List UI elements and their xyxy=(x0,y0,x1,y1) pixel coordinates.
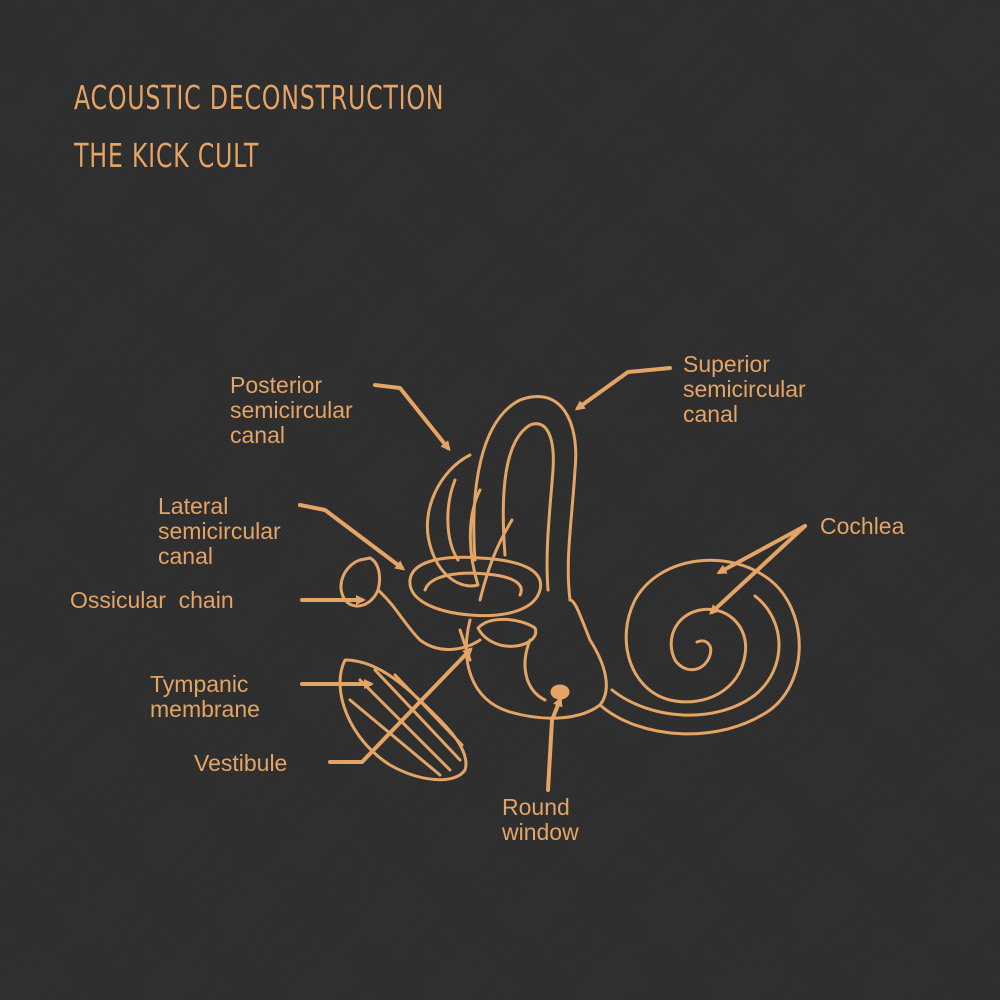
lateral-canal-inner xyxy=(425,573,521,595)
label-tympanic-membrane: Tympanic membrane xyxy=(150,672,260,722)
label-vestibule: Vestibule xyxy=(194,751,287,776)
label-ossicular-chain: Ossicular chain xyxy=(70,588,234,613)
label-lateral-canal: Lateral semicircular canal xyxy=(158,494,281,569)
label-superior-canal: Superior semicircular canal xyxy=(683,352,806,427)
arrow-posterior xyxy=(375,385,448,448)
vestibule-body xyxy=(466,600,606,718)
cochlea-outer xyxy=(600,560,799,734)
arrow-vestibule xyxy=(330,650,470,762)
cochlea-inner-ring xyxy=(612,596,779,715)
round-window-shape xyxy=(552,686,568,698)
arrow-lateral xyxy=(300,505,402,568)
arrow-superior xyxy=(578,368,670,408)
posterior-canal-shape xyxy=(427,455,480,586)
arrow-round-window xyxy=(548,700,560,790)
label-round-window: Round window xyxy=(502,795,579,845)
label-posterior-canal: Posterior semicircular canal xyxy=(230,373,353,448)
superior-canal-inner xyxy=(503,424,553,590)
posterior-canal-inner xyxy=(448,480,458,560)
label-cochlea: Cochlea xyxy=(820,514,904,539)
